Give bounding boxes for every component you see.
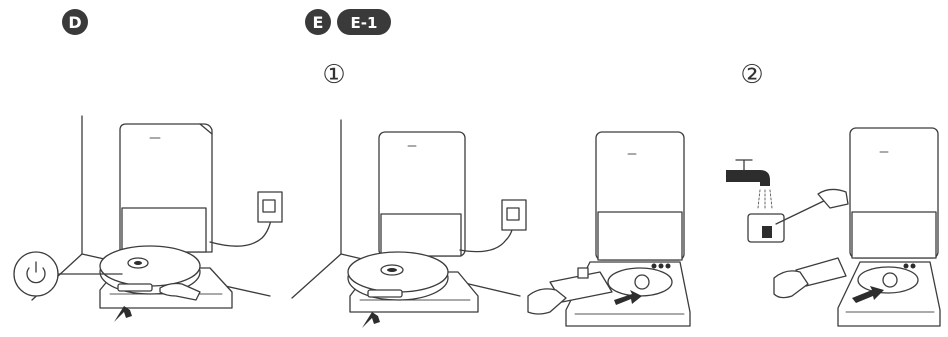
badge-e1: E-1 (337, 9, 391, 35)
step-1-number: ① (322, 60, 345, 90)
panel-2-clean-tray (726, 128, 940, 326)
panel-e1-remove-tray (528, 132, 690, 326)
panel-d-dock-scene (14, 116, 282, 322)
badge-e1-label: E-1 (351, 14, 378, 32)
badge-e-label: E (313, 13, 324, 32)
panel-e1-dock-scene (292, 120, 526, 328)
badge-d-label: D (68, 13, 81, 32)
badge-d: D (62, 9, 88, 35)
step-2-number: ② (740, 60, 763, 90)
badge-e: E (305, 9, 331, 35)
